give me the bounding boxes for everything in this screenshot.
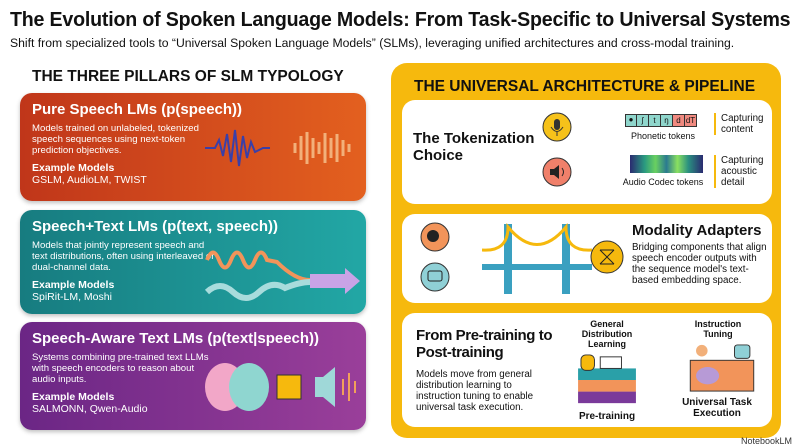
card-title: Speech+Text LMs (p(text, speech)) xyxy=(32,218,279,235)
brain-chip-speaker-icon xyxy=(205,363,356,411)
examples-label: Example Models xyxy=(32,391,115,403)
notebooklm-watermark: NotebookLM xyxy=(740,436,792,446)
microphone-icon xyxy=(542,112,572,142)
pure-speech-card: Pure Speech LMs (p(speech)) Models train… xyxy=(20,93,366,201)
page-title: The Evolution of Spoken Language Models:… xyxy=(10,8,791,31)
tokenization-title: The Tokenization Choice xyxy=(413,130,535,164)
examples-value: SpiRit-LM, Moshi xyxy=(32,291,112,303)
chat-bubble-icon xyxy=(420,262,450,292)
page-subtitle: Shift from specialized tools to “Univers… xyxy=(10,36,735,50)
card-title: Pure Speech LMs (p(speech)) xyxy=(32,101,243,118)
training-desc: Models move from general distribution le… xyxy=(416,369,534,413)
speech-aware-card: Speech-Aware Text LMs (p(text|speech)) S… xyxy=(20,322,366,430)
examples-label: Example Models xyxy=(32,279,115,291)
phonetic-token: dT xyxy=(685,114,697,127)
phonetic-label: Phonetic tokens xyxy=(630,131,696,141)
merge-arrow-icon xyxy=(205,250,360,301)
pretraining-label: Pre-training xyxy=(578,411,636,422)
speaking-head-icon xyxy=(420,222,450,252)
codec-note: Capturing acoustic detail xyxy=(714,155,770,188)
spectrogram-image xyxy=(630,155,703,173)
adapters-title: Modality Adapters xyxy=(632,222,762,239)
phonetic-token: t xyxy=(649,114,661,127)
layered-stack-icon xyxy=(578,354,636,404)
gdl-label: General Distribution Learning xyxy=(581,319,633,349)
examples-label: Example Models xyxy=(32,162,115,174)
waveform-icon xyxy=(205,129,351,167)
universal-task-label: Universal Task Execution xyxy=(682,397,752,419)
network-node-icon xyxy=(590,240,624,274)
card-desc: Systems combining pre-trained text LLMs … xyxy=(32,352,209,385)
phonetic-token: ʃ xyxy=(637,114,649,127)
robot-box-icon xyxy=(689,344,755,392)
card-desc: Models trained on unlabeled, tokenized s… xyxy=(32,123,199,156)
phonetic-token: ŋ xyxy=(661,114,673,127)
mic-token: ● xyxy=(625,114,637,127)
phonetic-note: Capturing content xyxy=(714,113,770,135)
speech-text-card: Speech+Text LMs (p(text, speech)) Models… xyxy=(20,210,366,314)
bridge-icon xyxy=(482,222,592,294)
card-title: Speech-Aware Text LMs (p(text|speech)) xyxy=(32,330,320,347)
card-desc: Models that jointly represent speech and… xyxy=(32,240,215,273)
architecture-heading: THE UNIVERSAL ARCHITECTURE & PIPELINE xyxy=(414,78,756,95)
adapters-box: Modality Adapters Bridging components th… xyxy=(402,214,772,303)
codec-label: Audio Codec tokens xyxy=(622,177,704,187)
adapters-desc: Bridging components that align speech en… xyxy=(632,242,767,286)
phonetic-token: d xyxy=(673,114,685,127)
training-box: From Pre-training to Post-training Model… xyxy=(402,313,772,427)
speaker-icon xyxy=(542,157,572,187)
training-title: From Pre-training to Post-training xyxy=(416,327,553,361)
instruction-tuning-label: Instruction Tuning xyxy=(694,319,742,339)
examples-value: GSLM, AudioLM, TWIST xyxy=(32,174,147,186)
examples-value: SALMONN, Qwen-Audio xyxy=(32,403,148,415)
pillars-heading: THE THREE PILLARS OF SLM TYPOLOGY xyxy=(32,68,344,85)
